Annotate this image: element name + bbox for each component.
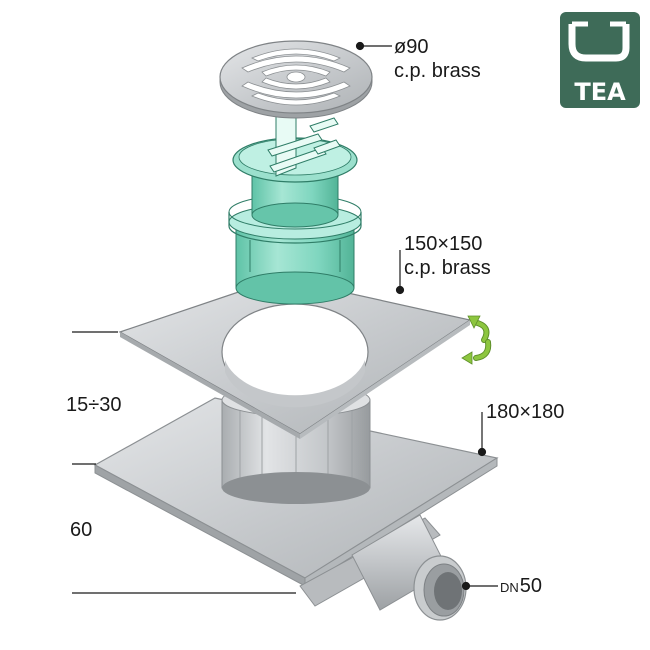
tea-logo-icon: TEA [560,12,640,108]
plate-size-label: 150×150 [404,233,482,255]
outlet-callout-dot [461,581,471,591]
base-callout-dot [477,447,487,457]
adjust-range-label: 15÷30 [66,394,121,416]
depth-label: 60 [70,519,92,541]
drain-body [299,514,467,621]
outlet-prefix: DN [500,580,519,595]
logo-text: TEA [574,78,626,106]
rotate-arrows-icon [461,315,492,365]
plate-callout-dot [395,285,405,295]
square-plate [118,277,472,439]
round-grate [219,40,373,119]
green-insert [228,103,362,305]
plate-material-label: c.p. brass [404,257,491,279]
base-size-label: 180×180 [486,401,564,423]
grate-material-label: c.p. brass [394,60,481,82]
grate-size-label: ø90 [394,36,428,58]
outlet-label: DN50 [500,575,542,597]
leader-lines [72,41,498,594]
outlet-size: 50 [520,575,542,597]
grate-callout-dot [355,41,365,51]
